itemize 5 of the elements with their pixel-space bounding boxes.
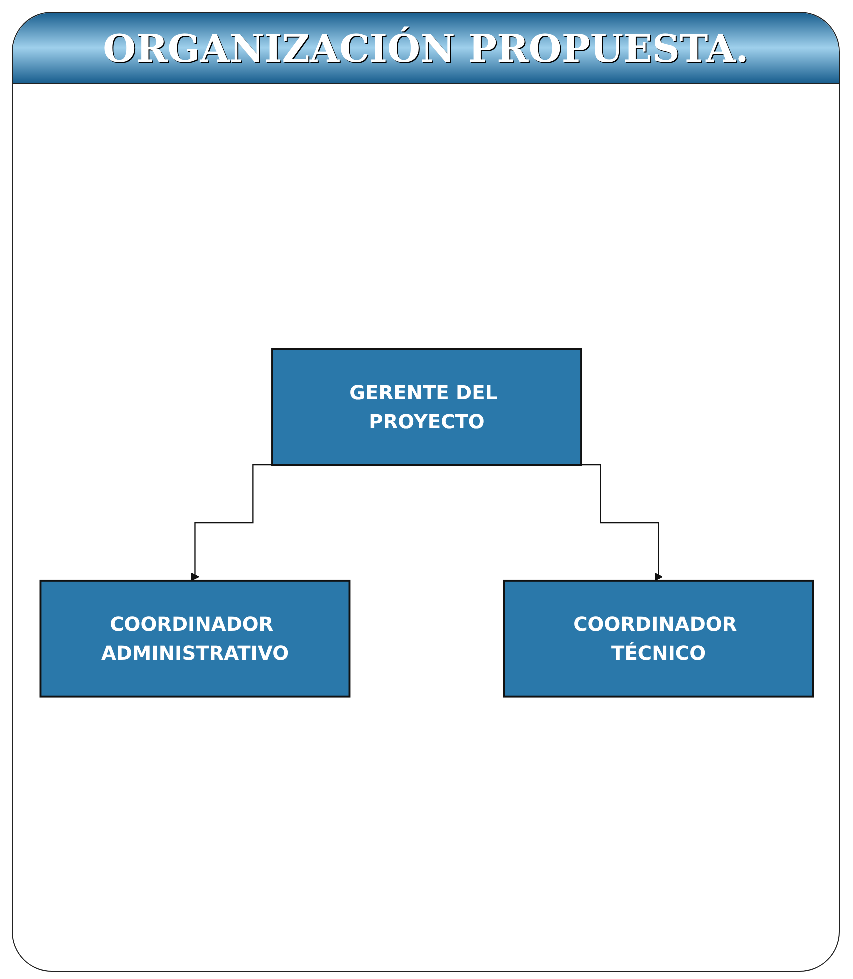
node-box — [503, 580, 814, 698]
node-box — [272, 348, 582, 466]
node-box — [40, 580, 351, 698]
diagram-title: ORGANIZACIÓN PROPUESTA. — [103, 26, 749, 70]
page-frame: ORGANIZACIÓN PROPUESTA. GERENTE DEL PROYECTO COORDINADOR ADMINISTRATIVO COORDINADOR TÉCNICO — [12, 12, 840, 972]
